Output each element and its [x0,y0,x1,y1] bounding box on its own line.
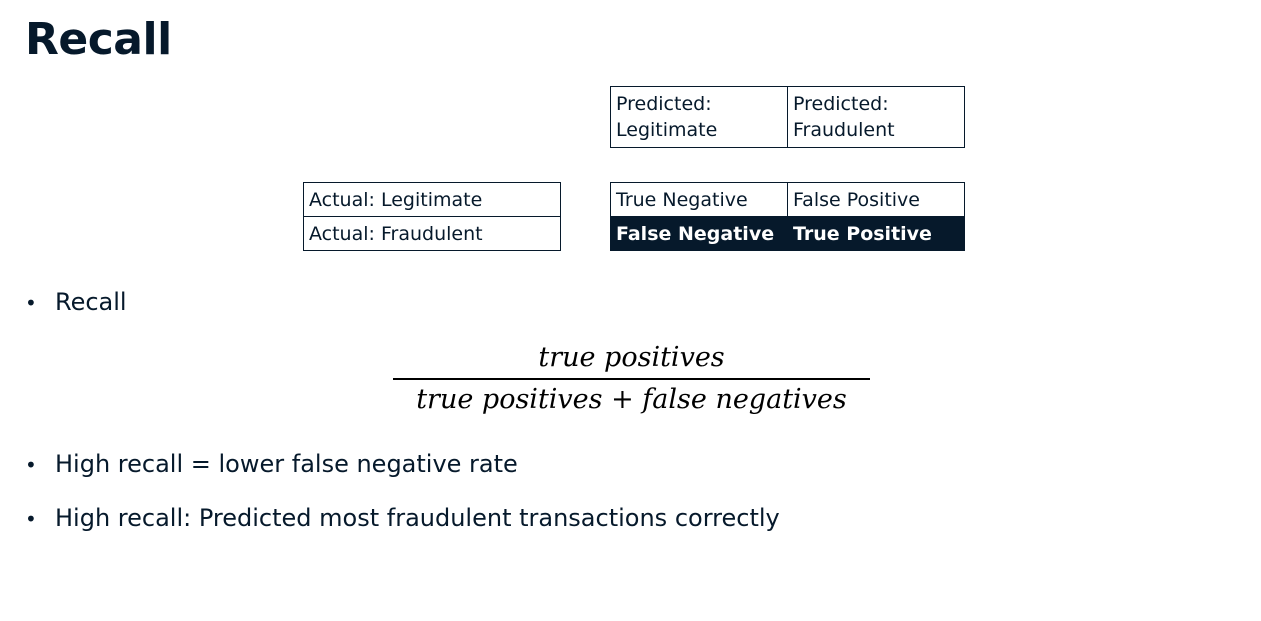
formula-numerator: true positives [538,342,725,373]
actual-legitimate-label: Actual: Legitimate [303,182,561,217]
formula-denominator: true positives + false negatives [416,383,847,415]
bullet-recall-text: Recall [55,288,127,316]
false-positive-cell: False Positive [787,182,965,217]
predicted-fraudulent-header: Predicted: Fraudulent [787,86,965,148]
matrix-row-fraudulent: False Negative True Positive [610,216,965,251]
bullet-high-recall-predicted-text: High recall: Predicted most fraudulent t… [55,504,780,532]
recall-formula: true positives true positives + false ne… [393,340,870,418]
bullet-recall: • Recall [25,288,127,316]
bullet-high-recall-rate: • High recall = lower false negative rate [25,450,518,478]
matrix-row-legitimate: True Negative False Positive [610,182,965,217]
true-negative-cell: True Negative [610,182,788,217]
predicted-header-table: Predicted: Legitimate Predicted: Fraudul… [610,86,965,148]
actual-fraudulent-label: Actual: Fraudulent [303,216,561,251]
bullet-dot: • [25,507,37,531]
false-negative-cell: False Negative [610,216,788,251]
bullet-high-recall-predicted: • High recall: Predicted most fraudulent … [25,504,780,532]
true-positive-cell: True Positive [787,216,965,251]
bullet-dot: • [25,453,37,477]
bullet-dot: • [25,291,37,315]
actual-labels-table: Actual: Legitimate Actual: Fraudulent [303,182,561,251]
predicted-legitimate-header: Predicted: Legitimate [610,86,788,148]
confusion-matrix-cells: True Negative False Positive False Negat… [610,182,965,251]
fraction-bar [393,378,870,380]
slide-title: Recall [25,14,172,65]
bullet-high-recall-rate-text: High recall = lower false negative rate [55,450,518,478]
